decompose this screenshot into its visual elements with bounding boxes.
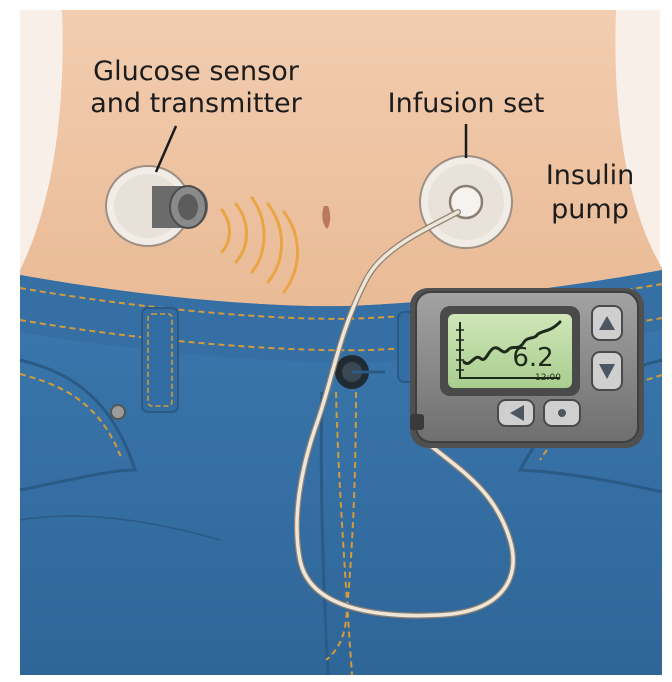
select-dot-icon [558,409,566,417]
pump-up-button[interactable] [592,306,622,340]
glucose-reading: 6.2 [512,343,553,373]
insulin-pump-device: 6.2 12:00 [410,288,644,448]
pump-tubing-port [410,414,424,430]
insulin-pump-label-line1: Insulin [546,160,634,191]
pump-select-button[interactable] [544,400,580,426]
infusion-set-label: Infusion set [388,88,545,119]
pump-down-button[interactable] [592,352,622,390]
infusion-set-icon [420,156,512,248]
rivet-left [111,405,125,419]
glucose-sensor-label-line1: Glucose sensor [93,56,300,87]
glucose-sensor-label-line2: and transmitter [90,88,302,119]
pump-time: 12:00 [535,373,561,383]
insulin-pump-label-line2: pump [551,194,629,225]
pump-back-button[interactable] [498,400,534,426]
